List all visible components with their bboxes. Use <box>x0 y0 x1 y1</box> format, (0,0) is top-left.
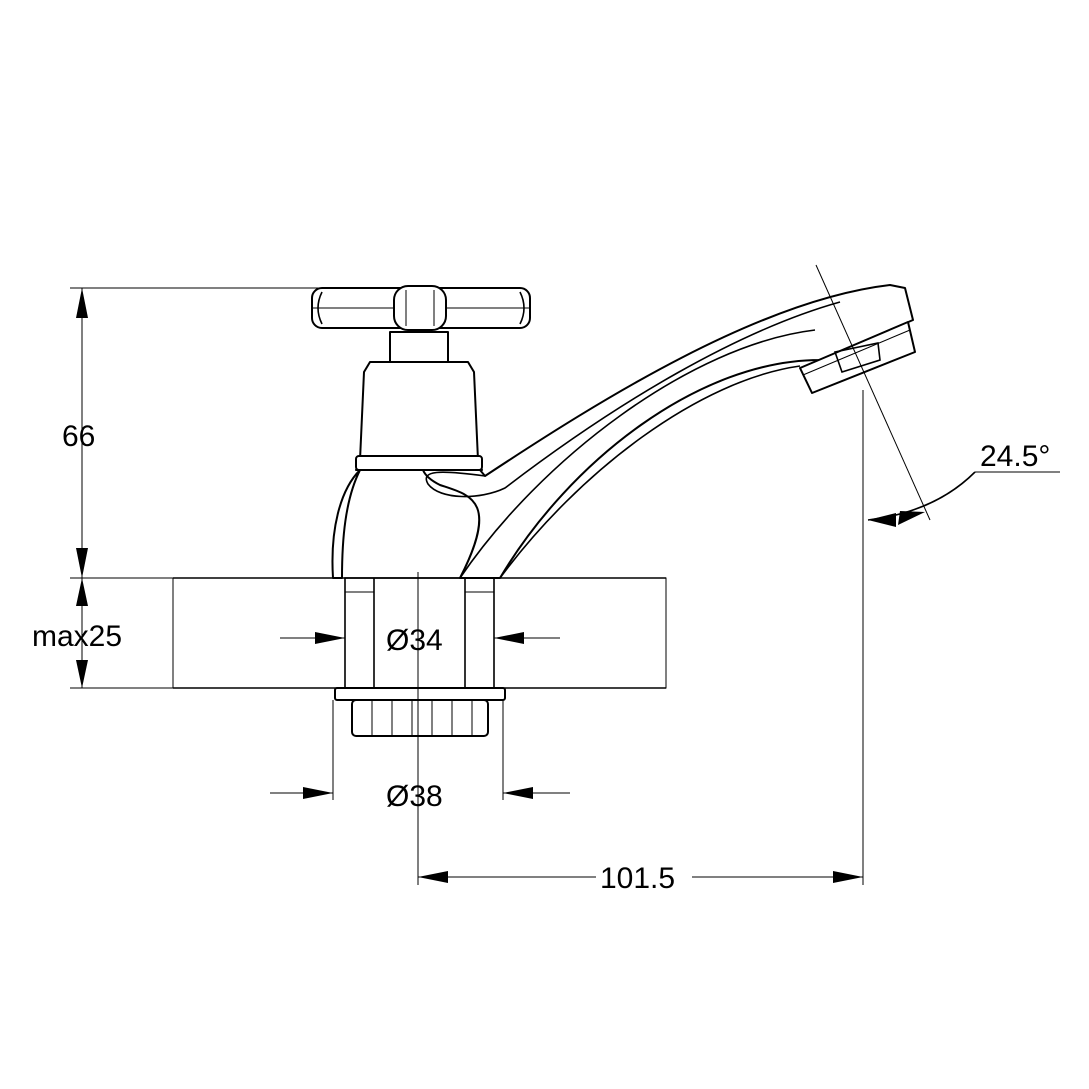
spout-angle-dimension <box>815 264 1060 527</box>
faucet-body <box>331 284 914 579</box>
lock-nut <box>334 687 506 737</box>
hole-diameter-label: Ø34 <box>386 624 443 657</box>
spout-reach-label: 101.5 <box>600 862 675 895</box>
cross-handle <box>311 285 531 331</box>
hole-diameter-dimension <box>280 632 560 644</box>
deck-thickness-dimension <box>70 578 173 689</box>
thread-diameter-label: Ø38 <box>386 780 443 813</box>
height-label: 66 <box>62 420 95 453</box>
bonnet <box>355 331 483 471</box>
deck-thickness-label: max25 <box>32 620 122 653</box>
height-dimension <box>70 287 390 579</box>
spout-angle-label: 24.5° <box>980 440 1050 473</box>
thread-diameter-dimension <box>270 700 570 800</box>
spout-reach-dimension <box>418 390 864 885</box>
